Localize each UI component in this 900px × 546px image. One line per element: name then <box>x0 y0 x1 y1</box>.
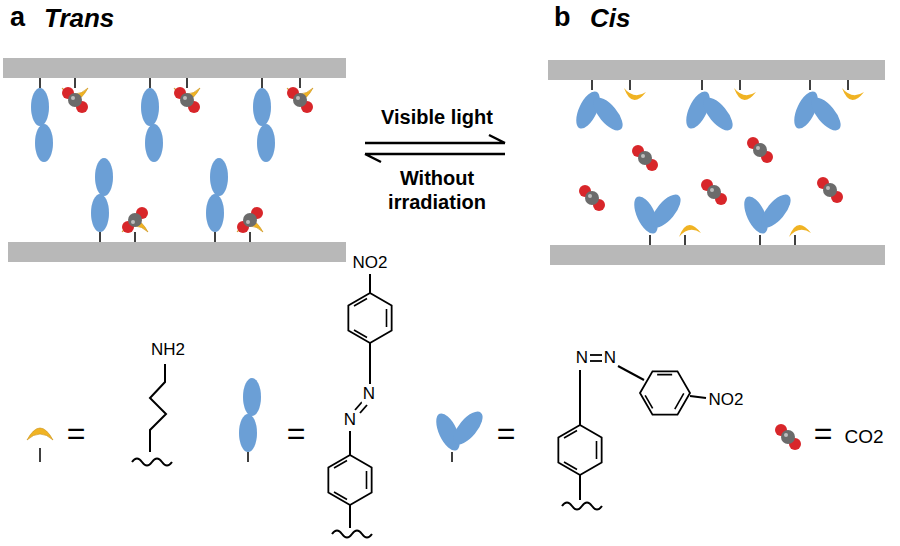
arrow-label: Visible light <box>360 105 514 129</box>
equals-sign: = <box>286 416 307 451</box>
chemical-label: N <box>575 349 589 368</box>
panel-title: Trans <box>44 3 114 34</box>
chemical-label: N <box>343 411 357 430</box>
chemical-label: N <box>603 349 617 368</box>
chemical-label: N <box>362 385 376 404</box>
reaction-arrow <box>365 135 505 143</box>
panel: a Trans <box>0 0 350 272</box>
panel-letter: b <box>554 2 571 33</box>
chemical-label: NO2 <box>708 391 745 410</box>
reaction-arrow <box>365 154 505 162</box>
panel: b Cis <box>548 0 898 272</box>
equals-sign: = <box>66 416 87 451</box>
equals-sign: = <box>813 416 834 451</box>
chemical-label: NO2 <box>352 254 389 273</box>
arrow-label: Without irradiation <box>360 166 514 214</box>
chemical-label: CO2 <box>843 427 884 448</box>
equals-sign: = <box>496 416 517 451</box>
panel-title: Cis <box>590 3 630 34</box>
chemical-label: NH2 <box>150 341 186 360</box>
panel-letter: a <box>10 2 25 33</box>
